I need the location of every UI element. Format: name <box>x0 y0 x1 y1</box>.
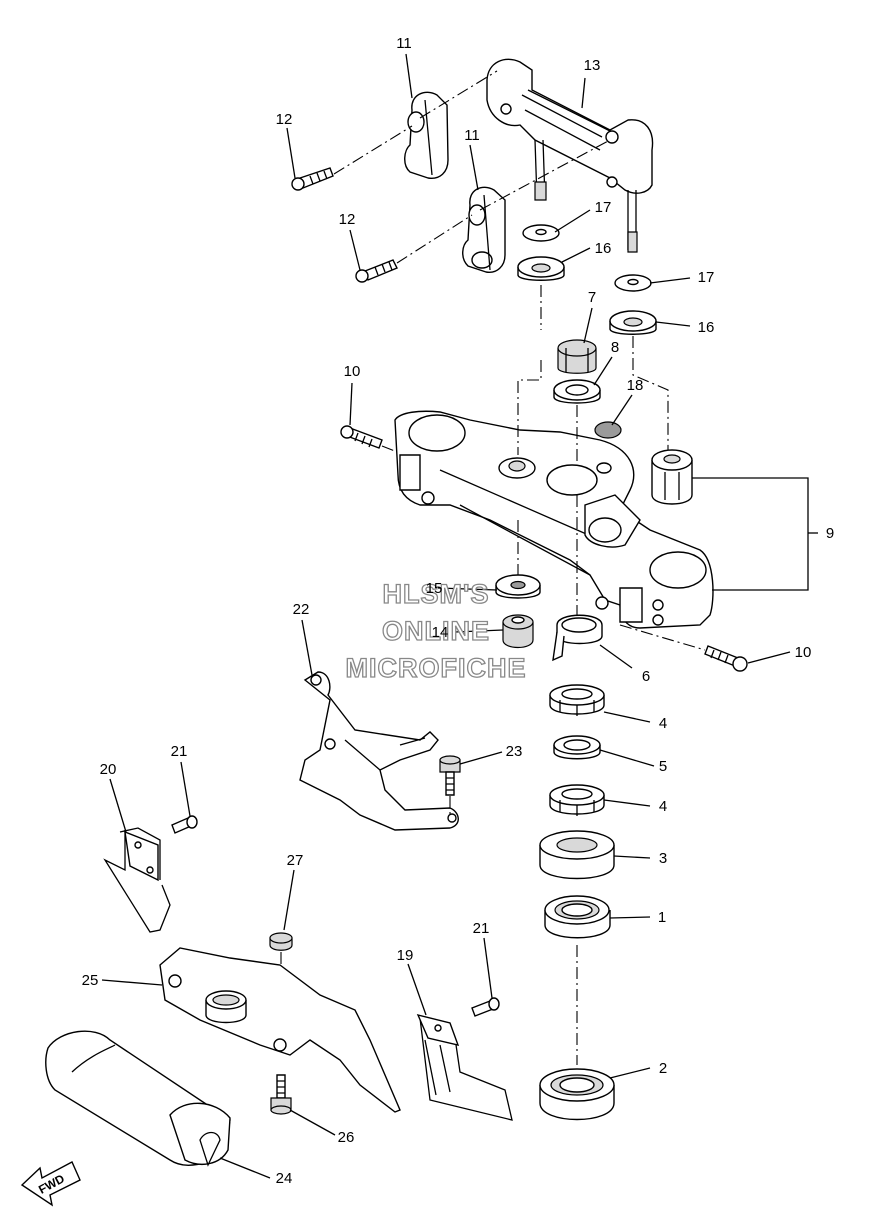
callout-13: 13 <box>584 57 601 74</box>
callout-24: 24 <box>276 1170 293 1187</box>
cover-part-3 <box>539 830 615 880</box>
washer-part-15 <box>495 574 541 599</box>
callout-16: 16 <box>698 319 715 336</box>
bolt-part-10-upper <box>340 425 383 449</box>
cable-guide <box>584 494 641 548</box>
bracket-line-part-9 <box>692 477 809 591</box>
callout-15: 15 <box>426 580 443 597</box>
screw-part-21-left <box>171 815 198 834</box>
callout-6: 6 <box>642 668 650 685</box>
bolt-part-12-upper <box>291 167 334 191</box>
watermark: HLSM'S ONLINE MICROFICHE <box>345 578 527 683</box>
bolt-part-26 <box>270 1074 292 1115</box>
bracket-boss <box>498 457 536 479</box>
callout-10: 10 <box>344 363 361 380</box>
nut-part-14 <box>502 614 534 649</box>
lower-handlebar-holder-part-11-lower <box>462 186 506 273</box>
upper-handlebar-holder-part-13 <box>486 58 654 253</box>
callout-19: 19 <box>397 947 414 964</box>
damper-part-16-left <box>517 256 565 281</box>
callout-11: 11 <box>464 127 480 144</box>
screw-part-21-right <box>471 997 500 1017</box>
clip-part-19 <box>416 1013 513 1121</box>
callout-21: 21 <box>473 920 490 937</box>
ring-nut-part-4-lower <box>549 784 605 816</box>
clip-part-20 <box>103 827 171 933</box>
callout-labels: 11 13 12 11 12 17 16 17 16 7 8 18 10 9 1… <box>82 35 835 1187</box>
watermark-line-2: ONLINE <box>382 616 490 646</box>
washer-part-5 <box>553 735 601 760</box>
callout-10: 10 <box>795 644 812 661</box>
callout-27: 27 <box>287 852 304 869</box>
bearing-part-2 <box>539 1068 615 1121</box>
bolt-part-23 <box>439 755 461 796</box>
cap-nut-part-7 <box>557 339 597 374</box>
callout-18: 18 <box>627 377 644 394</box>
under-bracket <box>394 410 714 629</box>
washer-part-17-right <box>614 274 652 292</box>
callout-25: 25 <box>82 972 99 989</box>
callout-21: 21 <box>171 743 188 760</box>
ring-nut-part-4-upper <box>549 684 605 716</box>
callout-9: 9 <box>826 525 834 542</box>
forward-arrow-icon: FWD <box>20 1161 81 1207</box>
leader-lines <box>101 53 818 1179</box>
callout-26: 26 <box>338 1129 355 1146</box>
bolt-part-10-lower <box>704 645 748 672</box>
callout-14: 14 <box>432 624 449 641</box>
callout-1: 1 <box>658 909 666 926</box>
washer-part-8 <box>553 379 601 404</box>
callout-12: 12 <box>276 111 293 128</box>
callout-4: 4 <box>659 715 667 732</box>
watermark-line-1: HLSM'S <box>383 579 490 609</box>
callout-16: 16 <box>595 240 612 257</box>
callout-22: 22 <box>293 601 310 618</box>
cap-part-18 <box>594 421 622 439</box>
callout-11: 11 <box>396 35 412 52</box>
bearing-part-1 <box>544 895 611 939</box>
callout-7: 7 <box>588 289 596 306</box>
cover-tube-part-24 <box>45 1030 231 1167</box>
damper-part-9 <box>651 449 693 505</box>
damper-part-16-right <box>609 310 657 335</box>
callout-8: 8 <box>611 339 619 356</box>
callout-4: 4 <box>659 798 667 815</box>
bolt-part-12-lower <box>355 259 398 283</box>
washer-part-17-left <box>522 224 560 242</box>
callout-12: 12 <box>339 211 356 228</box>
cover-part-25 <box>159 947 401 1113</box>
grommet-part-27 <box>269 932 293 951</box>
callout-5: 5 <box>659 758 667 775</box>
callout-20: 20 <box>100 761 117 778</box>
callout-23: 23 <box>506 743 523 760</box>
watermark-line-3: MICROFICHE <box>346 653 527 683</box>
lower-handlebar-holder-part-11-upper <box>404 91 449 179</box>
lock-washer-part-6 <box>552 614 603 662</box>
callout-2: 2 <box>659 1060 667 1077</box>
callout-3: 3 <box>659 850 667 867</box>
callout-17: 17 <box>595 199 612 216</box>
bracket-part-22 <box>299 671 459 831</box>
callout-17: 17 <box>698 269 715 286</box>
